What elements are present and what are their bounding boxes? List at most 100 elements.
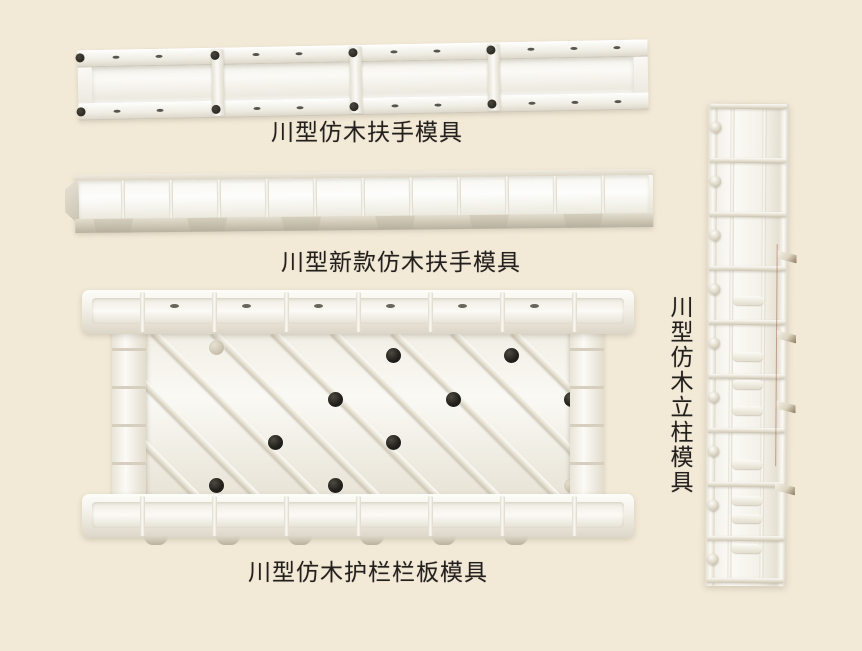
mold-cross-rib xyxy=(709,211,786,218)
lattice-bar xyxy=(146,330,475,498)
mold-rib xyxy=(552,175,558,215)
rail-bolt-hole xyxy=(314,304,323,308)
rail-cross-rib xyxy=(140,496,145,536)
mold-corner-bolt xyxy=(75,53,85,63)
post-rib xyxy=(570,462,604,465)
mold-relief-motif xyxy=(733,295,764,306)
rail-cross-rib xyxy=(212,496,217,536)
rail-cross-rib xyxy=(356,292,361,332)
panel-foot-pad xyxy=(216,536,240,545)
rail-cross-rib xyxy=(572,292,577,332)
post-rib xyxy=(112,462,146,465)
panel-hole xyxy=(328,392,343,407)
panel-hole xyxy=(268,435,283,450)
panel-hole xyxy=(386,348,401,363)
lattice-field xyxy=(146,330,570,498)
rail-bolt-hole xyxy=(458,304,467,308)
mold-side-knob xyxy=(707,499,719,511)
rail-cross-rib xyxy=(428,292,433,332)
rail-cross-rib xyxy=(284,496,289,536)
rail-cross-rib xyxy=(140,292,145,332)
mold-relief-motif xyxy=(732,351,763,362)
rail-cross-rib xyxy=(572,496,577,536)
mold-corner-bolt xyxy=(211,104,221,114)
mold-side-knob xyxy=(708,445,720,457)
panel-bottom-rail xyxy=(82,494,634,545)
mold-side-knob xyxy=(710,175,722,187)
mold-foot xyxy=(563,213,603,227)
caption-column-mold: 川型仿木立柱模具 xyxy=(667,295,693,495)
post-rib xyxy=(112,348,146,351)
rail-cross-rib xyxy=(212,292,217,332)
mold-cross-rib xyxy=(708,427,785,434)
mold-relief-motif xyxy=(731,513,762,524)
mold-foot xyxy=(93,218,133,232)
mold-rib xyxy=(360,177,366,217)
mold-rib xyxy=(168,180,174,219)
post-rib xyxy=(570,424,604,427)
panel-hole xyxy=(209,478,224,493)
mold-side-knob xyxy=(707,553,719,565)
rail-cross-rib xyxy=(500,496,505,536)
mold-rib xyxy=(216,179,222,218)
mold-foot xyxy=(187,217,227,231)
mold-cross-rib xyxy=(708,481,785,488)
mold-corner-bolt xyxy=(348,48,358,58)
mold-corner-bolt xyxy=(210,50,220,60)
panel-foot-pad xyxy=(360,536,384,545)
product-railing-panel-mold xyxy=(82,290,634,545)
post-rib xyxy=(570,386,604,389)
panel-end-post xyxy=(570,328,604,500)
mold-side-knob xyxy=(708,391,720,403)
mold-rib xyxy=(600,175,606,214)
product-column-mold xyxy=(705,103,788,587)
panel-hole xyxy=(386,435,401,450)
rail-bolt-hole xyxy=(170,304,179,308)
caption-handrail-mold: 川型仿木扶手模具 xyxy=(271,119,463,145)
panel-end-post xyxy=(112,328,146,500)
caption-railing-panel-mold: 川型仿木护栏栏板模具 xyxy=(248,559,488,585)
mold-foot xyxy=(469,214,509,228)
post-rib xyxy=(112,424,146,427)
mold-side-knob xyxy=(709,283,721,295)
mold-relief-motif xyxy=(732,405,763,416)
mold-cross-rib xyxy=(707,535,784,542)
mold-cross-rib xyxy=(709,319,786,326)
rail-cross-rib xyxy=(428,496,433,536)
rail-cross-rib xyxy=(284,292,289,332)
mold-side-knob xyxy=(709,229,721,241)
mold-cross-rib xyxy=(707,577,784,584)
panel-foot-pad xyxy=(144,536,168,545)
panel-hole xyxy=(504,348,519,363)
caption-new-handrail-mold: 川型新款仿木扶手模具 xyxy=(281,249,521,275)
lattice-bar xyxy=(146,330,415,498)
mold-cross-rib xyxy=(710,103,787,110)
panel-top-rail xyxy=(82,290,634,334)
mold-rib xyxy=(456,176,462,216)
panel-hole xyxy=(446,392,461,407)
panel-hole xyxy=(564,478,570,493)
post-rib xyxy=(112,386,146,389)
rail-bolt-hole xyxy=(530,304,539,308)
mold-rib xyxy=(264,178,270,218)
mold-foot xyxy=(281,216,321,230)
mold-foot xyxy=(375,215,415,229)
mold-side-knob xyxy=(710,121,722,133)
mold-rib xyxy=(120,180,126,219)
mold-relief-motif xyxy=(732,459,763,470)
mold-relief-motif xyxy=(732,379,763,390)
panel-foot-pad xyxy=(288,536,312,545)
mold-cross-rib xyxy=(708,373,785,380)
mold-side-knob xyxy=(708,337,721,349)
mold-relief-motif xyxy=(731,543,762,554)
mold-rib xyxy=(504,176,510,215)
panel-hole xyxy=(328,478,343,493)
panel-hole xyxy=(564,392,570,407)
product-handrail-mold xyxy=(75,39,649,121)
panel-hole xyxy=(209,340,224,355)
mold-cross-rib xyxy=(710,157,787,164)
post-rib xyxy=(570,348,604,351)
rail-cross-rib xyxy=(356,496,361,536)
rail-bolt-hole xyxy=(386,304,395,308)
